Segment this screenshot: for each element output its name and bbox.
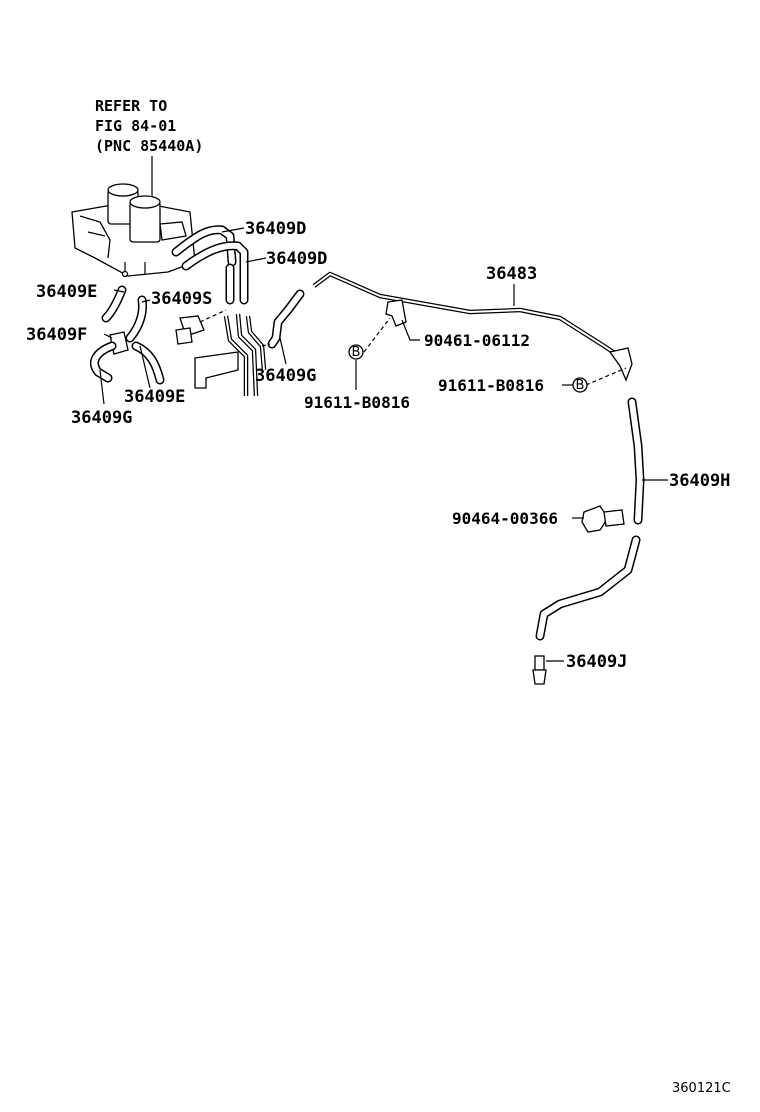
- reference-note-line2: FIG 84-01: [95, 117, 176, 135]
- part-labels: 36409D 36409D 36409E 36409S 36409F 36409…: [26, 219, 730, 672]
- reference-note-line1: REFER TO: [95, 97, 167, 115]
- label-36409D-a: 36409D: [245, 219, 306, 239]
- label-90461-06112: 90461-06112: [424, 331, 530, 350]
- vsv-36409S-drawing: [175, 309, 227, 345]
- label-36409J: 36409J: [566, 652, 627, 672]
- leader-lines: [99, 227, 668, 662]
- bolt-marker-2-label: B: [576, 378, 585, 393]
- label-36409G-b: 36409G: [255, 366, 316, 386]
- label-36409G-a: 36409G: [71, 408, 132, 428]
- label-90464-00366: 90464-00366: [452, 509, 558, 528]
- label-36409D-b: 36409D: [266, 249, 327, 269]
- label-36409S: 36409S: [151, 289, 212, 309]
- label-91611-B0816-a: 91611-B0816: [304, 393, 410, 412]
- bracket-lines-drawing: [194, 289, 305, 397]
- label-36483: 36483: [486, 264, 537, 284]
- reference-note-line3: (PNC 85440A): [95, 137, 203, 155]
- label-36409E-a: 36409E: [36, 282, 97, 302]
- hose-36409D-drawing: [171, 225, 249, 305]
- diagram-code: 360121C: [672, 1081, 731, 1096]
- label-36409F: 36409F: [26, 325, 87, 345]
- reference-note: REFER TO FIG 84-01 (PNC 85440A): [95, 97, 203, 198]
- valve-assembly-drawing: [71, 183, 196, 278]
- hose-group-left-drawing: [90, 285, 165, 385]
- pipe-36483-drawing: [312, 271, 633, 382]
- label-36409H: 36409H: [669, 471, 730, 491]
- label-36409E-b: 36409E: [124, 387, 185, 407]
- clamp-90461-drawing: [385, 299, 407, 327]
- hose-36409H-drawing: [535, 397, 645, 641]
- bolt-marker-2: B: [572, 377, 588, 393]
- clamp-90464-drawing: [581, 505, 625, 533]
- bolt-marker-1: B: [348, 344, 364, 360]
- bolt-marker-1-label: B: [352, 345, 361, 360]
- label-91611-B0816-b: 91611-B0816: [438, 376, 544, 395]
- fitting-36409J-drawing: [532, 655, 547, 685]
